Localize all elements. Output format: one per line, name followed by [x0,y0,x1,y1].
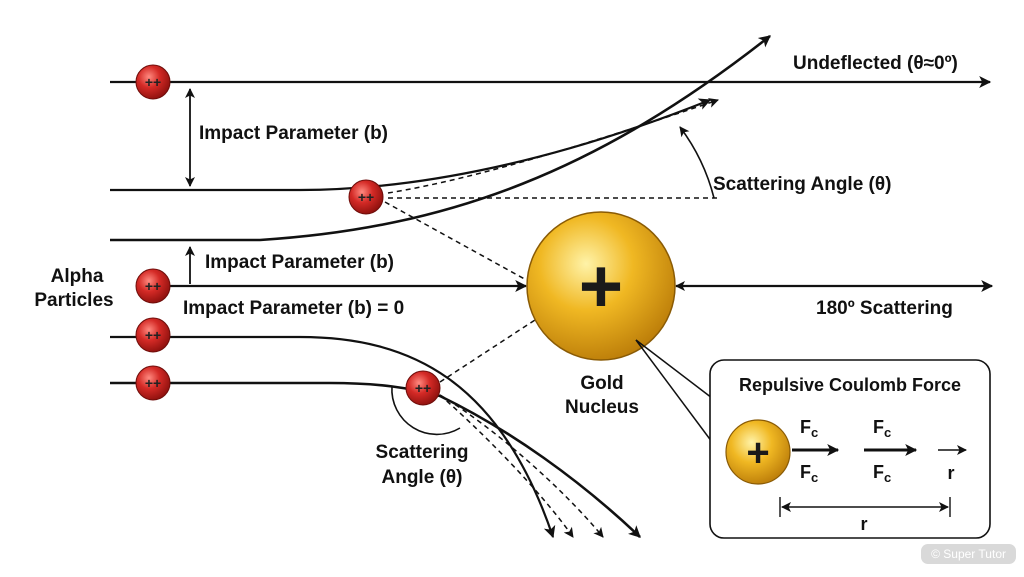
alpha-particle-2: ++ [348,179,384,215]
label-impact-parameter-top: Impact Parameter (b) [199,123,388,144]
coulomb-force-inset: Repulsive Coulomb Force + Fc Fc Fc Fc r … [635,339,991,539]
scattering-angle-arc-bottom [391,385,461,436]
alpha-particle-3: ++ [135,268,171,304]
inset-callout-line-1 [635,339,713,399]
inset-box [709,359,991,539]
dashed-guides [384,98,719,538]
trajectory-small-deflection [110,98,712,192]
alpha-particle-1: ++ [135,64,171,100]
label-scattering-angle-top: Scattering Angle (θ) [713,174,891,195]
trajectory-deflected-down-2 [110,381,641,538]
dashed-trajectory-1 [439,394,574,538]
inset-callout-line-2 [635,339,713,443]
alpha-particle-6: ++ [405,370,441,406]
label-alpha: Alpha [51,266,104,287]
inset-fc-label-1: Fc [800,417,818,440]
label-backscatter: 180º Scattering [816,298,953,319]
alpha-particle-charge: ++ [145,327,161,343]
dashed-line-to-nucleus-bottom [439,317,539,383]
scattering-angle-arc-top [679,126,715,199]
inset-fc-label-4: Fc [873,462,891,485]
alpha-particle-charge: ++ [415,380,431,396]
inset-charge-sphere [725,419,791,485]
dashed-trajectory-2 [439,394,604,538]
alpha-particle-charge: ++ [145,74,161,90]
label-gold: Gold [580,373,623,394]
alpha-particle-charge: ++ [145,375,161,391]
watermark: © Super Tutor [921,544,1016,564]
label-scattering-bottom: Scattering [376,442,469,463]
label-impact-parameter-mid: Impact Parameter (b) [205,252,394,273]
inset-plus-sign: + [746,431,769,475]
gold-nucleus: + [526,211,676,361]
inset-r-label-2: r [860,514,867,534]
alpha-particle-charge: ++ [145,278,161,294]
nucleus-plus-sign: + [579,244,623,329]
trajectory-deflected-down-1 [110,335,556,539]
alpha-particle-4: ++ [135,317,171,353]
label-particles: Particles [34,290,113,311]
label-impact-parameter-zero: Impact Parameter (b) = 0 [183,298,404,319]
label-angle-bottom: Angle (θ) [382,467,463,488]
inset-title: Repulsive Coulomb Force [739,375,961,395]
trajectory-large-upward [110,34,771,242]
inset-fc-label-3: Fc [873,417,891,440]
inset-fc-label-2: Fc [800,462,818,485]
inset-r-label-1: r [947,463,954,483]
dashed-tangent-line [387,98,719,194]
label-undeflected: Undeflected (θ≈0º) [793,53,958,74]
alpha-particle-charge: ++ [358,189,374,205]
label-nucleus: Nucleus [565,397,639,418]
dashed-line-to-nucleus-top [384,201,531,283]
alpha-particle-5: ++ [135,365,171,401]
